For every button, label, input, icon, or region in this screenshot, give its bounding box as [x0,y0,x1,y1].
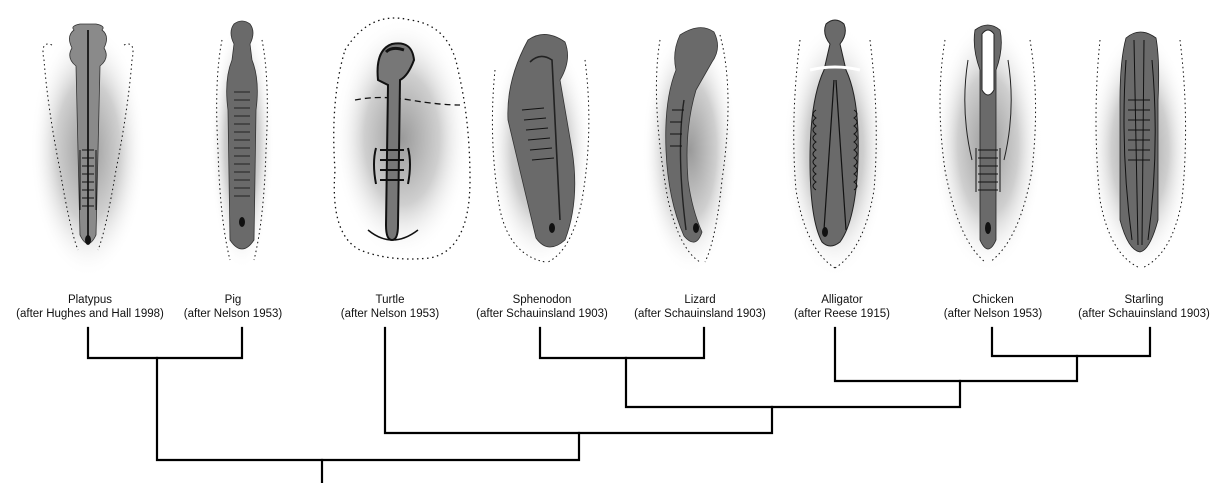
taxon-name: Turtle [341,293,439,307]
branch-platypus-pig [88,328,242,358]
taxon-label-alligator: Alligator (after Reese 1915) [794,293,890,321]
taxon-label-platypus: Platypus (after Hughes and Hall 1998) [16,293,164,321]
branch-sphenodon-lizard [540,328,704,358]
embryo-chicken [933,17,1043,273]
taxon-citation: (after Reese 1915) [794,307,890,321]
taxon-label-turtle: Turtle (after Nelson 1953) [341,293,439,321]
taxon-citation: (after Nelson 1953) [184,307,282,321]
branch-lepidosaurs-archosaurs [626,358,960,407]
taxon-name: Alligator [794,293,890,307]
embryo-pig [210,20,274,270]
taxon-citation: (after Schauinsland 1903) [476,307,608,321]
taxon-name: Pig [184,293,282,307]
embryo-sphenodon [488,32,592,268]
embryo-starling [1088,28,1192,272]
branch-turtle-diapsids [385,328,772,433]
taxon-label-starling: Starling (after Schauinsland 1903) [1078,293,1210,321]
taxon-name: Chicken [944,293,1042,307]
cladogram-tree [88,328,1150,483]
taxon-name: Platypus [16,293,164,307]
branch-mammals-reptiles [157,358,579,460]
embryo-platypus [30,22,146,278]
taxon-name: Sphenodon [476,293,608,307]
taxon-label-chicken: Chicken (after Nelson 1953) [944,293,1042,321]
branch-chicken-starling [992,328,1150,356]
branch-alligator-birds [835,328,1077,381]
taxon-citation: (after Nelson 1953) [944,307,1042,321]
taxon-label-pig: Pig (after Nelson 1953) [184,293,282,321]
taxon-citation: (after Nelson 1953) [341,307,439,321]
taxon-label-sphenodon: Sphenodon (after Schauinsland 1903) [476,293,608,321]
embryo-alligator [783,20,887,278]
embryo-lizard [642,25,738,275]
taxon-name: Lizard [634,293,766,307]
taxon-citation: (after Hughes and Hall 1998) [16,307,164,321]
taxon-label-lizard: Lizard (after Schauinsland 1903) [634,293,766,321]
embryo-turtle [334,18,470,259]
taxon-citation: (after Schauinsland 1903) [1078,307,1210,321]
taxon-citation: (after Schauinsland 1903) [634,307,766,321]
taxon-name: Starling [1078,293,1210,307]
